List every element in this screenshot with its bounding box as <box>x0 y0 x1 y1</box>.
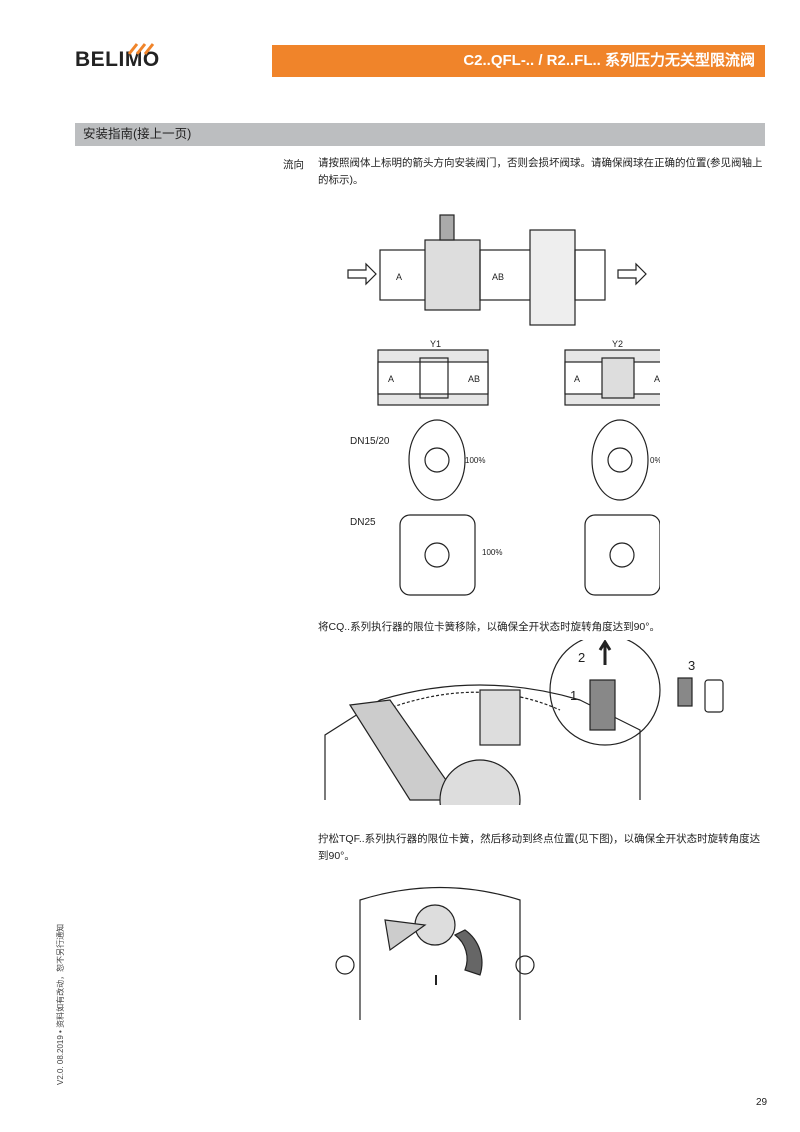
svg-text:AB: AB <box>468 374 480 384</box>
tqf-actuator-diagram <box>335 886 535 1020</box>
svg-text:A: A <box>574 374 580 384</box>
tqf-instruction: 拧松TQF..系列执行器的限位卡簧，然后移动到终点位置(见下图)，以确保全开状态… <box>318 833 761 862</box>
version-note: V2.0. 08.2019 • 资料如有改动，恕不另行通知 <box>56 923 65 1085</box>
document-title: C2..QFL-.. / R2..FL.. 系列压力无关型限流阀 <box>272 45 765 77</box>
svg-text:AB: AB <box>654 374 660 384</box>
flow-label: 流向 <box>283 159 304 171</box>
svg-text:100%: 100% <box>465 456 485 465</box>
svg-text:Y2: Y2 <box>612 339 623 349</box>
svg-text:100%: 100% <box>482 548 502 557</box>
flow-text: 请按照阀体上标明的箭头方向安装阀门，否则会损坏阀球。请确保阀球在正确的位置(参见… <box>318 157 763 186</box>
svg-text:3: 3 <box>688 658 695 673</box>
svg-text:A: A <box>396 272 402 282</box>
svg-text:A: A <box>388 374 394 384</box>
svg-text:AB: AB <box>492 272 504 282</box>
svg-text:1: 1 <box>570 688 577 703</box>
cq-instruction: 将CQ..系列执行器的限位卡簧移除，以确保全开状态时旋转角度达到90°。 <box>318 621 660 633</box>
logo-mark-icon <box>127 43 155 55</box>
svg-text:Y1: Y1 <box>430 339 441 349</box>
svg-text:DN15/20: DN15/20 <box>350 436 390 447</box>
svg-text:DN25: DN25 <box>350 517 376 528</box>
svg-text:2: 2 <box>578 650 585 665</box>
section-heading: 安装指南(接上一页) <box>75 123 765 146</box>
page-number: 29 <box>756 1097 768 1108</box>
valve-diagram: A AB Y1 Y2 A AB A AB DN15/20 100% 0% DN2… <box>347 214 660 596</box>
svg-text:0%: 0% <box>650 456 660 465</box>
cq-actuator-diagram: 2 1 3 <box>324 640 724 805</box>
